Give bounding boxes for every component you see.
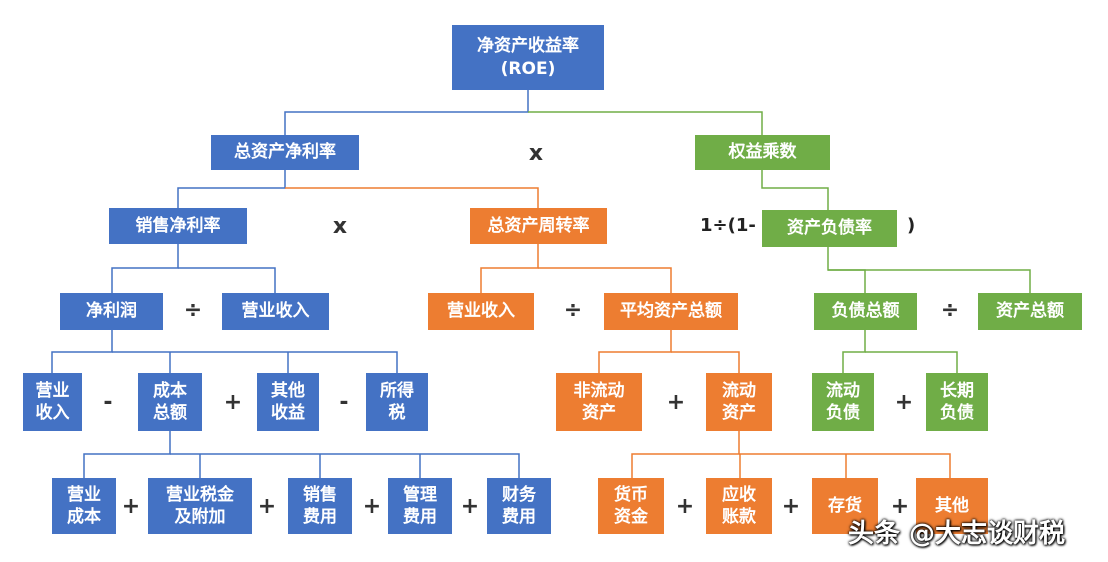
- plus-operator-10: +: [890, 494, 910, 519]
- other-income-line2: 收益: [271, 403, 305, 423]
- tax-surcharge-line1: 营业税金: [166, 484, 234, 505]
- tax-surcharge-box: 营业税金 及附加: [148, 478, 252, 534]
- watermark: 头条 @大志谈财税: [848, 519, 1066, 549]
- times-operator-2: x: [332, 214, 348, 239]
- income-tax-line1: 所得: [380, 380, 414, 401]
- op-cost-line1: 营业: [67, 484, 101, 505]
- op-revenue-box: 营业 收入: [23, 373, 82, 431]
- selling-exp-line1: 销售: [303, 484, 337, 505]
- revenue-box-2: 营业收入: [428, 293, 534, 330]
- plus-operator-8: +: [675, 494, 695, 519]
- longterm-liabilities-line1: 长期: [940, 380, 974, 401]
- op-cost-box: 营业 成本: [52, 478, 116, 534]
- inventory-label: 存货: [828, 495, 862, 516]
- admin-exp-line1: 管理: [403, 484, 437, 505]
- avg-total-assets-box: 平均资产总额: [604, 293, 738, 330]
- minus-operator-1: -: [103, 390, 113, 415]
- plus-operator-6: +: [362, 494, 382, 519]
- plus-operator-1: +: [223, 390, 243, 415]
- total-liabilities-label: 负债总额: [831, 301, 900, 322]
- current-liabilities-box: 流动 负债: [812, 373, 874, 431]
- receivables-line2: 账款: [722, 507, 756, 527]
- noncurrent-assets-line1: 非流动: [573, 380, 625, 401]
- op-cost-line2: 成本: [67, 507, 101, 527]
- op-revenue-line2: 收入: [35, 403, 70, 423]
- debt-ratio-suffix: ): [907, 215, 916, 236]
- sales-net-margin-box: 销售净利率: [109, 208, 247, 244]
- total-cost-line2: 总额: [153, 403, 187, 423]
- others-box: 其他: [916, 478, 988, 534]
- current-liabilities-line1: 流动: [826, 380, 860, 401]
- finance-exp-line1: 财务: [502, 484, 536, 505]
- other-income-box: 其他 收益: [257, 373, 319, 431]
- others-label: 其他: [935, 495, 969, 516]
- divide-operator-3: ÷: [940, 298, 960, 323]
- equity-multiplier-box: 权益乘数: [695, 135, 830, 170]
- longterm-liabilities-box: 长期 负债: [926, 373, 988, 431]
- income-tax-box: 所得 税: [366, 373, 428, 431]
- total-assets-label: 资产总额: [996, 301, 1064, 322]
- plus-operator-9: +: [781, 494, 801, 519]
- revenue-box-1: 营业收入: [222, 293, 329, 330]
- net-profit-box: 净利润: [60, 293, 163, 330]
- total-asset-turnover-label: 总资产周转率: [487, 215, 590, 236]
- total-cost-line1: 成本: [153, 380, 187, 401]
- equity-multiplier-label: 权益乘数: [728, 142, 797, 163]
- cash-box: 货币 资金: [598, 478, 664, 534]
- tax-surcharge-line2: 及附加: [174, 507, 226, 527]
- debt-ratio-prefix: 1÷(1-: [700, 215, 756, 236]
- plus-operator-5: +: [257, 494, 277, 519]
- admin-exp-box: 管理 费用: [388, 478, 452, 534]
- noncurrent-assets-box: 非流动 资产: [556, 373, 642, 431]
- selling-exp-box: 销售 费用: [288, 478, 352, 534]
- current-assets-box: 流动 资产: [706, 373, 772, 431]
- total-liabilities-box: 负债总额: [814, 293, 917, 330]
- net-profit-label: 净利润: [86, 301, 137, 322]
- plus-operator-2: +: [666, 390, 686, 415]
- total-asset-turnover-box: 总资产周转率: [470, 208, 607, 244]
- debt-ratio-box: 资产负债率: [762, 210, 897, 247]
- cash-line2: 资金: [614, 507, 648, 527]
- roe-label: 净资产收益率: [477, 36, 579, 57]
- plus-operator-3: +: [894, 390, 914, 415]
- avg-total-assets-label: 平均资产总额: [620, 301, 722, 322]
- cash-line1: 货币: [614, 484, 648, 505]
- total-asset-net-margin-label: 总资产净利率: [234, 142, 336, 163]
- current-liabilities-line2: 负债: [826, 403, 860, 423]
- selling-exp-line2: 费用: [303, 507, 337, 527]
- plus-operator-7: +: [460, 494, 480, 519]
- current-assets-line1: 流动: [722, 380, 756, 401]
- finance-exp-box: 财务 费用: [487, 478, 551, 534]
- receivables-box: 应收 账款: [706, 478, 772, 534]
- plus-operator-4: +: [121, 494, 141, 519]
- total-cost-box: 成本 总额: [138, 373, 202, 431]
- revenue-label-2: 营业收入: [447, 301, 515, 322]
- finance-exp-line2: 费用: [502, 507, 536, 527]
- receivables-line1: 应收: [722, 484, 756, 505]
- total-assets-box: 资产总额: [978, 293, 1082, 330]
- other-income-line1: 其他: [271, 380, 305, 401]
- current-assets-line2: 资产: [722, 403, 756, 423]
- times-operator: x: [528, 141, 544, 166]
- sales-net-margin-label: 销售净利率: [135, 215, 221, 236]
- divide-operator-2: ÷: [563, 298, 583, 323]
- minus-operator-2: -: [339, 390, 349, 415]
- total-asset-net-margin-box: 总资产净利率: [211, 135, 359, 170]
- divide-operator-1: ÷: [183, 298, 203, 323]
- roe-abbr: (ROE): [500, 58, 556, 79]
- admin-exp-line2: 费用: [403, 507, 437, 527]
- op-revenue-line1: 营业: [35, 380, 70, 401]
- inventory-box: 存货: [812, 478, 878, 534]
- noncurrent-assets-line2: 资产: [582, 403, 616, 423]
- income-tax-line2: 税: [388, 403, 406, 423]
- debt-ratio-label: 资产负债率: [787, 218, 872, 239]
- longterm-liabilities-line2: 负债: [940, 403, 974, 423]
- revenue-label-1: 营业收入: [241, 301, 310, 322]
- roe-box: 净资产收益率 (ROE): [452, 25, 604, 90]
